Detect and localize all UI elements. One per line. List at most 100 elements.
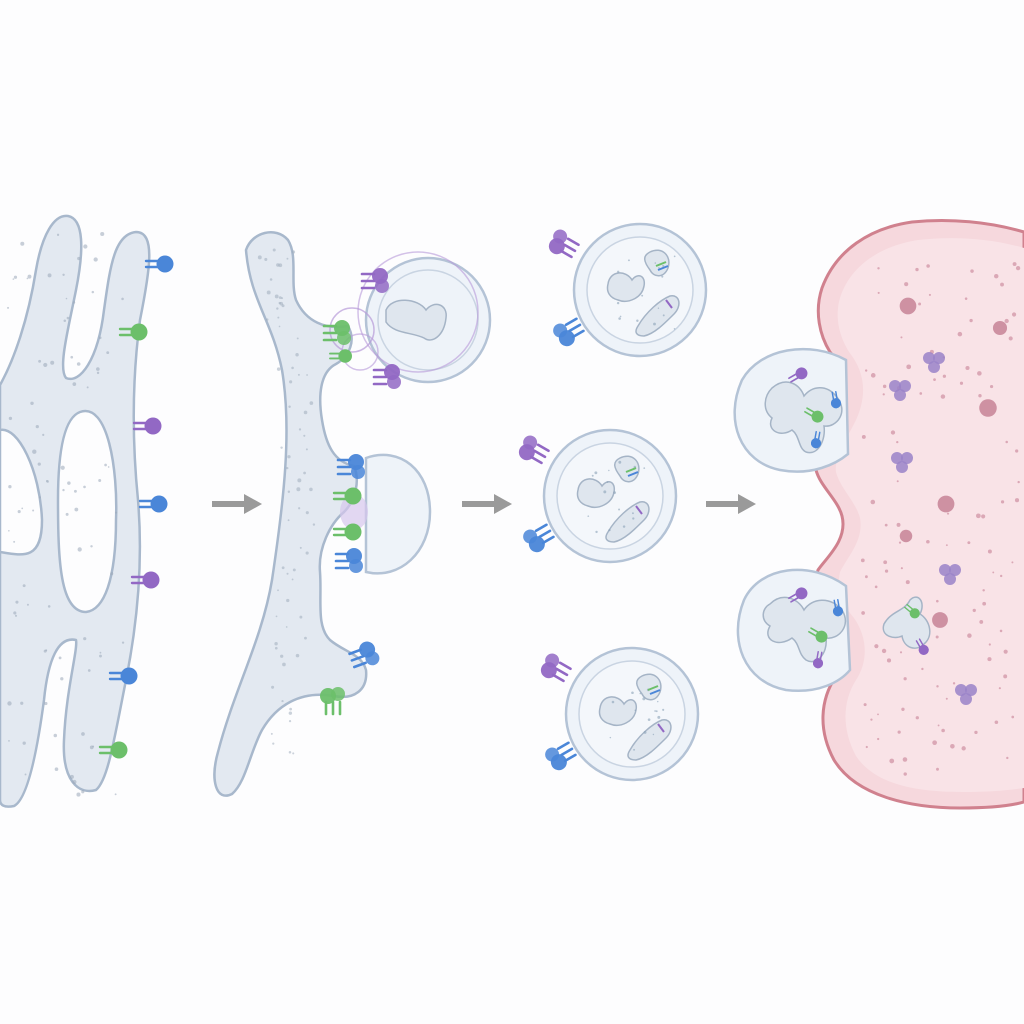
speckle (115, 793, 117, 795)
speckle (92, 291, 94, 293)
speckle (300, 547, 302, 549)
vesicle-budding (214, 232, 490, 795)
speckle (947, 513, 949, 515)
speckle (64, 320, 67, 323)
speckle (883, 560, 887, 564)
speckle (293, 568, 296, 571)
speckle (271, 733, 273, 735)
speckle (20, 242, 24, 246)
speckle (1017, 481, 1019, 483)
transport-vesicle (537, 648, 698, 780)
speckle (612, 701, 615, 704)
speckle (906, 364, 911, 369)
speckle (297, 337, 299, 339)
speckle (62, 489, 64, 491)
speckle (978, 394, 981, 397)
speckle (632, 517, 634, 519)
speckle (653, 734, 654, 735)
speckle (643, 467, 645, 469)
speckle (67, 317, 70, 320)
speckle (276, 615, 278, 617)
speckle (28, 275, 32, 279)
speckle (874, 644, 878, 648)
speckle (862, 435, 866, 439)
granule (979, 399, 997, 417)
speckle (943, 375, 946, 378)
speckle (55, 767, 59, 771)
speckle (289, 380, 292, 383)
speckle (623, 525, 625, 527)
speckle (674, 256, 676, 258)
speckle (658, 308, 659, 309)
vesicle-fusion-target-compartment (735, 220, 1024, 808)
speckle (23, 741, 26, 744)
speckle (891, 430, 895, 434)
speckle (59, 656, 62, 659)
speckle (877, 267, 879, 269)
speckle (15, 601, 18, 604)
speckle (967, 541, 970, 544)
speckle (70, 775, 74, 779)
speckle (292, 752, 294, 754)
speckle (969, 319, 972, 322)
fusing-vesicle-upper (735, 349, 848, 472)
speckle (280, 655, 283, 658)
speckle (635, 710, 637, 712)
speckle (1011, 561, 1013, 563)
speckle (653, 323, 656, 326)
speckle (639, 693, 641, 695)
speckle (74, 508, 78, 512)
speckle (20, 702, 23, 705)
speckle (885, 569, 888, 572)
speckle (607, 481, 609, 483)
speckle (264, 258, 267, 261)
speckle (1015, 498, 1019, 502)
speckle (81, 732, 85, 736)
speckle (7, 307, 9, 309)
speckle (13, 278, 15, 280)
speckle (595, 531, 597, 533)
speckle (8, 485, 11, 488)
speckle (941, 729, 945, 733)
right-arrow-icon (462, 494, 512, 514)
speckle (99, 337, 102, 340)
speckle (960, 382, 963, 385)
speckle (73, 301, 75, 303)
speckle (877, 738, 879, 740)
speckle (94, 257, 98, 261)
granule (993, 321, 1007, 335)
speckle (904, 677, 907, 680)
speckle (861, 558, 865, 562)
speckle (663, 314, 665, 316)
speckle (1006, 757, 1008, 759)
speckle (1015, 449, 1018, 452)
speckle (297, 478, 301, 482)
speckle (1000, 575, 1002, 577)
speckle (618, 317, 621, 320)
speckle (25, 774, 27, 776)
granule (938, 496, 955, 513)
speckle (38, 463, 41, 466)
speckle (904, 282, 908, 286)
speckle (304, 411, 308, 415)
speckle (280, 446, 282, 448)
speckle (617, 302, 619, 304)
speckle (979, 620, 983, 624)
speckle (936, 685, 938, 687)
speckle (23, 584, 26, 587)
speckle (994, 274, 998, 278)
speckle (66, 298, 68, 300)
speckle (97, 372, 99, 374)
transport-vesicle (515, 430, 676, 562)
speckle (990, 385, 993, 388)
speckle (77, 257, 80, 260)
speckle (276, 307, 278, 309)
speckle (587, 515, 589, 517)
speckle (57, 234, 59, 236)
speckle (864, 703, 867, 706)
speckle (950, 744, 955, 749)
speckle (298, 507, 300, 509)
speckle (83, 486, 86, 489)
target-compartment-lumen (836, 238, 1024, 792)
